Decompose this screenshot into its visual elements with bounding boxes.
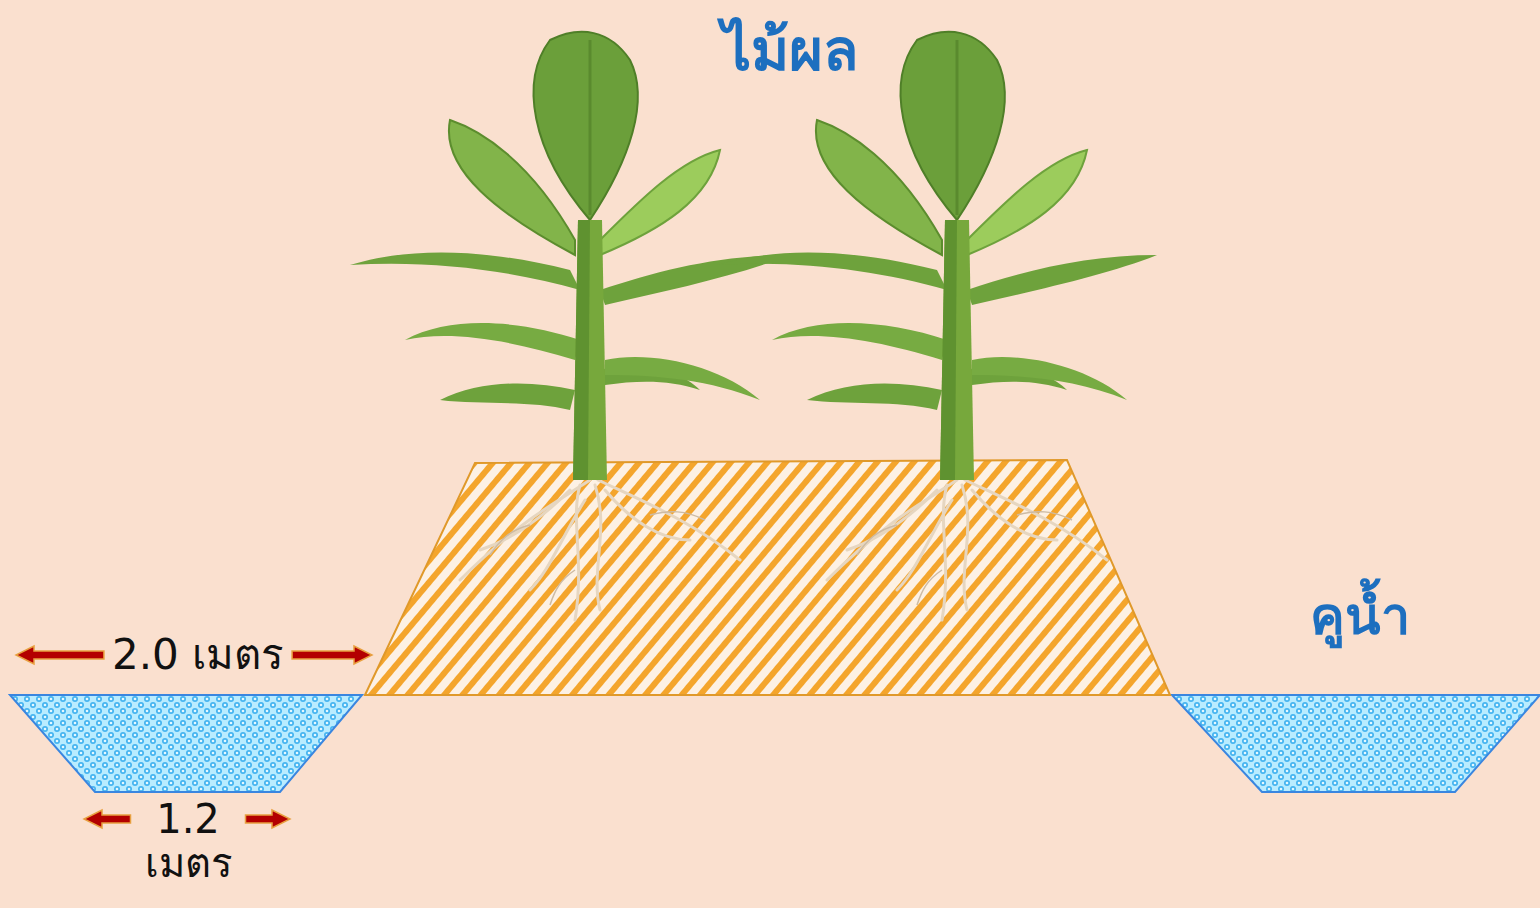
raised-bed (365, 460, 1170, 695)
title-label: คูน้ำ (1310, 587, 1410, 647)
dimension-arrow (246, 810, 291, 828)
dimension-arrow (84, 810, 131, 828)
ditch (10, 695, 362, 792)
ditch (1172, 695, 1540, 792)
banana-plant (717, 32, 1157, 620)
title-label: ไม้ผล (722, 17, 859, 84)
dimension-arrow (292, 646, 372, 664)
banana-plant (350, 32, 790, 620)
dimension-label: 1.2 เมตร (145, 797, 232, 885)
dimension-arrow (16, 646, 104, 664)
dimension-label: 2.0 เมตร (112, 631, 284, 679)
